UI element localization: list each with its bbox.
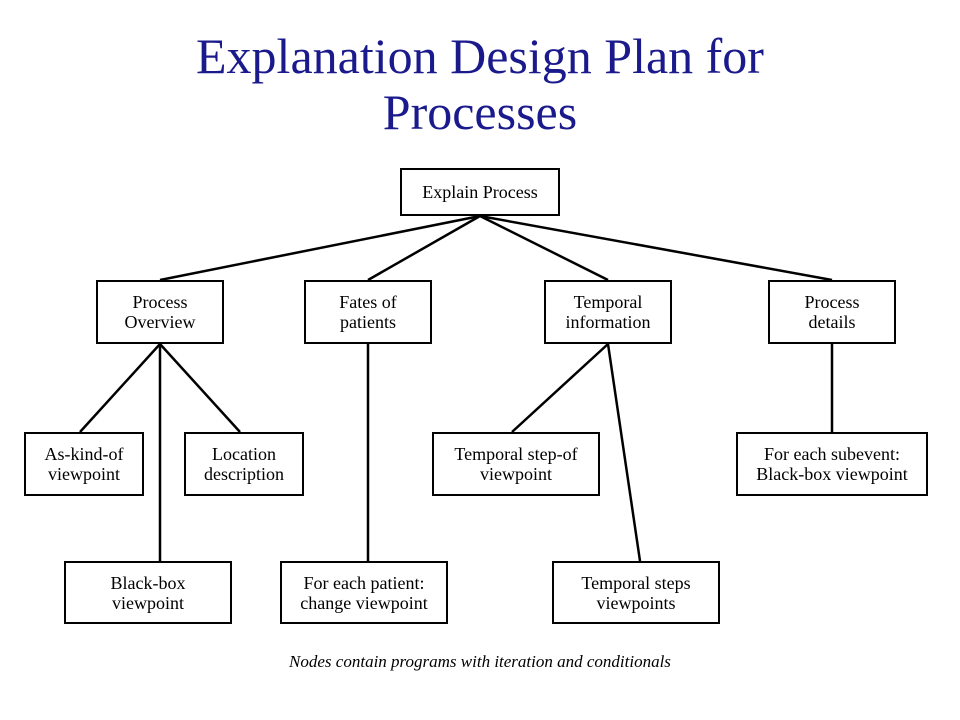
node-label-line: Temporal: [573, 292, 643, 312]
node-label-line: Fates of: [339, 292, 397, 312]
node-label-line: viewpoint: [480, 464, 552, 484]
node-label-line: viewpoint: [48, 464, 120, 484]
node-label-line: Temporal steps: [581, 572, 691, 593]
node-label-line: viewpoint: [112, 592, 184, 613]
node-label-line: Process: [804, 292, 860, 312]
node-label-line: information: [565, 312, 651, 332]
edge-root-fates: [367, 214, 481, 282]
page-title: Explanation Design Plan for Processes: [0, 28, 960, 140]
node-label-line: Process: [132, 292, 188, 312]
node-label-line: viewpoints: [596, 592, 676, 613]
edge-overview-location: [159, 343, 241, 433]
diagram-caption: Nodes contain programs with iteration an…: [289, 652, 671, 671]
title-line-1: Explanation Design Plan for: [196, 28, 764, 84]
title-line-2: Processes: [382, 84, 578, 140]
node-label-line: description: [204, 464, 284, 484]
node-label-line: details: [808, 312, 856, 332]
node-explain-process: Explain Process: [400, 168, 560, 216]
node-label-line: Overview: [124, 312, 196, 332]
node-label-line: Black-box: [110, 572, 186, 593]
node-for-each-patient: For each patient:change viewpoint: [280, 561, 448, 624]
node-label-line: For each subevent:: [764, 444, 900, 464]
edge-temporal-stepof: [511, 343, 609, 433]
node-label-line: change viewpoint: [300, 592, 428, 613]
node-label-line: Black-box viewpoint: [756, 464, 908, 484]
node-label-line: As-kind-of: [44, 444, 124, 464]
edge-root-details: [479, 214, 833, 282]
node-label-line: Temporal step-of: [454, 444, 578, 464]
edge-temporal-steps: [606, 343, 642, 562]
edge-root-process-overview: [159, 214, 481, 282]
edge-overview-askindof: [79, 343, 161, 433]
node-label-line: patients: [340, 312, 396, 332]
node-label-line: For each patient:: [303, 572, 425, 593]
node-label-line: Explain Process: [422, 182, 538, 202]
node-label-line: Location: [212, 444, 276, 464]
edge-root-temporal: [479, 214, 609, 282]
node-for-each-subevent: For each subevent:Black-box viewpoint: [736, 432, 928, 496]
